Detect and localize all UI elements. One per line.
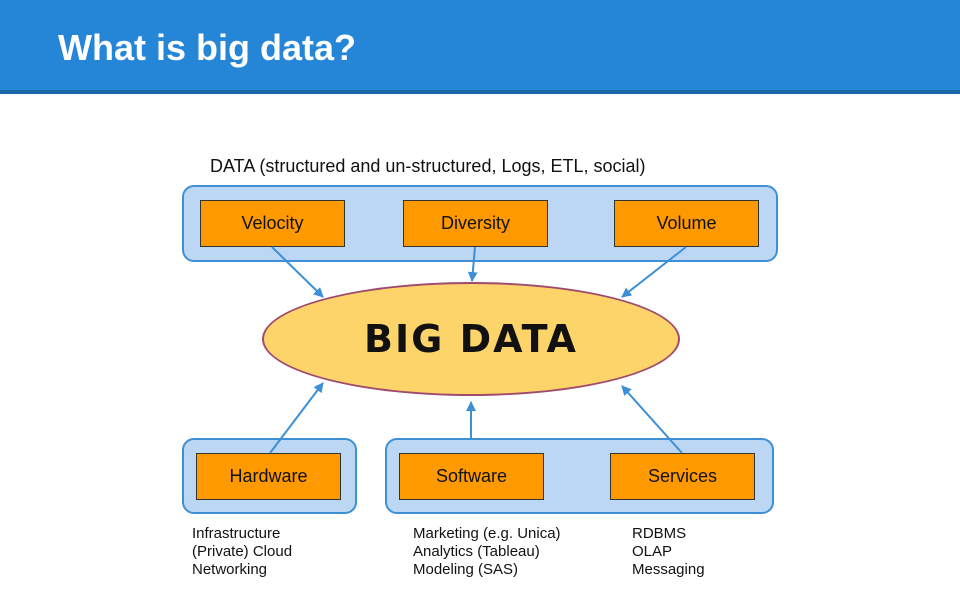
software-note-item: Marketing (e.g. Unica)	[413, 525, 561, 542]
big-data-ellipse: BIG DATA	[262, 282, 680, 396]
services-note-item: Messaging	[632, 561, 705, 578]
arrow-services-to-bigdata	[621, 385, 683, 454]
slide-title: What is big data?	[58, 27, 357, 68]
slide-header: What is big data?	[0, 0, 960, 94]
software-note-item: Modeling (SAS)	[413, 561, 519, 578]
diversity-box: Diversity	[403, 200, 548, 247]
software-notes: Marketing (e.g. Unica) Analytics (Tablea…	[413, 525, 561, 579]
hardware-note-item: Networking	[192, 561, 268, 578]
big-data-label: BIG DATA	[364, 317, 578, 361]
services-note-item: OLAP	[632, 543, 673, 560]
hardware-notes: Infrastructure (Private) Cloud Networkin…	[192, 525, 292, 579]
arrow-velocity-to-bigdata	[271, 246, 324, 298]
arrow-hardware-to-bigdata	[269, 382, 324, 454]
arrow-volume-to-bigdata	[621, 246, 687, 298]
volume-box: Volume	[614, 200, 759, 247]
software-note-item: Analytics (Tableau)	[413, 543, 540, 560]
services-note-item: RDBMS	[632, 525, 687, 542]
software-box: Software	[399, 453, 544, 500]
arrow-diversity-to-bigdata	[467, 246, 478, 282]
velocity-box: Velocity	[200, 200, 345, 247]
hardware-note-item: (Private) Cloud	[192, 543, 293, 560]
data-caption: DATA (structured and un-structured, Logs…	[210, 156, 646, 176]
services-box: Services	[610, 453, 755, 500]
hardware-box: Hardware	[196, 453, 341, 500]
hardware-note-item: Infrastructure	[192, 525, 281, 542]
services-notes: RDBMS OLAP Messaging	[632, 525, 705, 579]
